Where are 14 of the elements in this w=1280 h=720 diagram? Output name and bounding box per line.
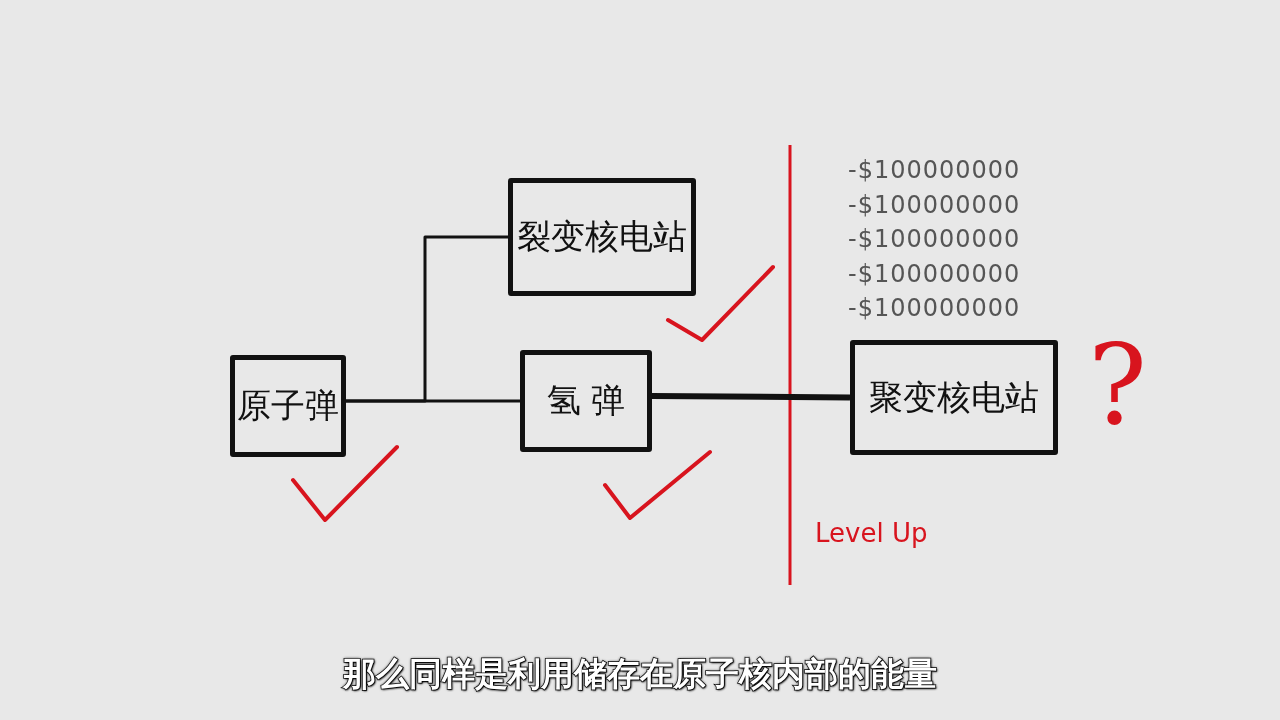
process-box: 裂变核电站 [508,178,696,296]
connector-line [346,399,520,403]
amount-text: -$100000000 [848,190,1021,219]
amount-text: -$100000000 [848,225,1021,253]
amount-text: -$100000000 [848,294,1021,322]
level-label: Level Up [815,518,928,548]
process-box: 氢 弹 [520,350,652,452]
process-box: 聚变核电站 [850,340,1058,455]
connector-line [651,392,851,401]
process-box: 原子弹 [230,355,346,457]
amount-text: -$100000000 [848,156,1021,184]
subtitle-text: 那么同样是利用储存在原子核内部的能量 [0,652,1280,697]
amount-text: -$100000000 [848,259,1021,288]
question-mark: ? [1088,325,1147,445]
